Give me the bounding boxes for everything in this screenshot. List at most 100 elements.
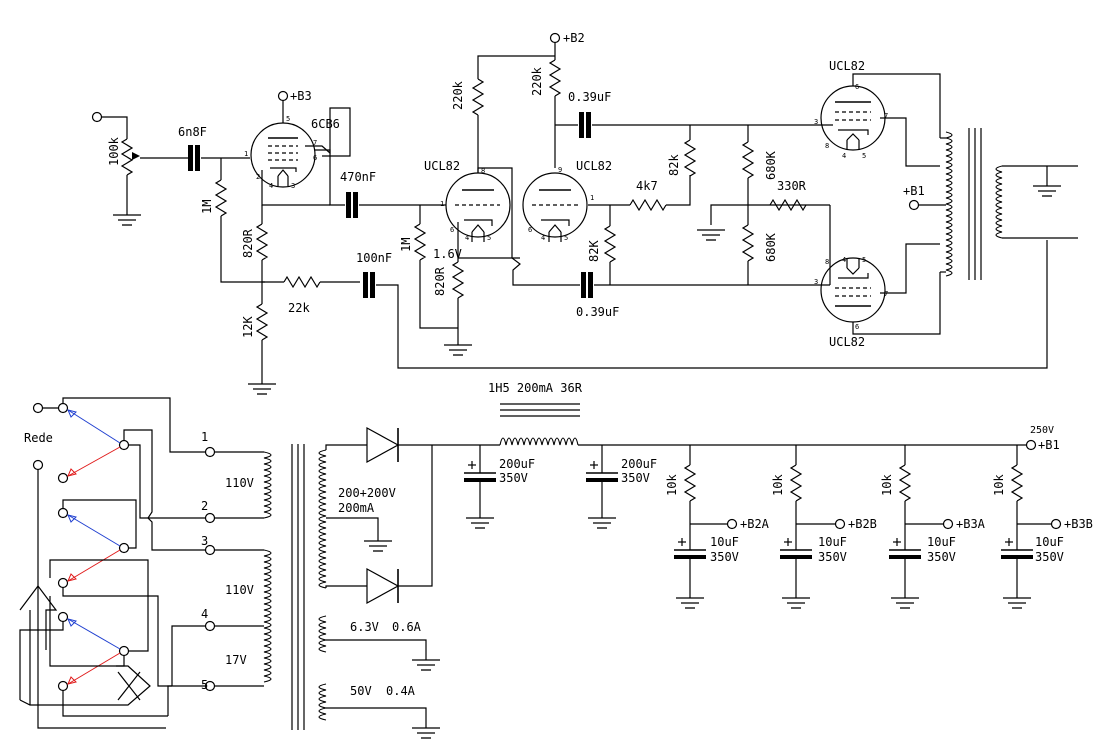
- v2-pin4: 4: [465, 234, 469, 242]
- filter-choke: [499, 403, 580, 446]
- tap-terminal[interactable]: [204, 544, 216, 556]
- v4-pin5: 5: [862, 152, 866, 160]
- tap1-label: 1: [201, 430, 208, 444]
- resistor-12k-label: 12K: [241, 316, 255, 338]
- b2-label: +B2: [563, 31, 585, 45]
- choke-label: 1H5 200mA 36R: [488, 381, 583, 395]
- v4-pin6: 6: [855, 83, 859, 91]
- ground-symbol: [781, 597, 811, 609]
- grid-resistor-label: 1M: [200, 200, 214, 214]
- ground-symbol: [587, 517, 617, 529]
- switch-contact[interactable]: [57, 577, 69, 589]
- switch-common[interactable]: [118, 542, 130, 554]
- coupling-cap-470n: [346, 192, 358, 218]
- b2a-terminal[interactable]: [726, 518, 738, 530]
- dec-cap3-voltage: 350V: [927, 550, 956, 564]
- b3-label: +B3: [290, 89, 312, 103]
- cathode-resistor1-label: 820R: [241, 228, 255, 258]
- b1-terminal[interactable]: [908, 199, 920, 211]
- switch-common[interactable]: [118, 439, 130, 451]
- cathode-resistor2-label: 820R: [433, 266, 447, 296]
- input-jack[interactable]: [91, 111, 103, 123]
- switch-contact[interactable]: [57, 611, 69, 623]
- b2b-terminal[interactable]: [834, 518, 846, 530]
- v2-pin1: 1: [440, 200, 444, 208]
- plate-resistor3-label: 220k: [530, 66, 544, 96]
- v4-pin3: 3: [814, 118, 818, 126]
- b3a-terminal[interactable]: [942, 518, 954, 530]
- v5-pin8: 8: [825, 258, 829, 266]
- mains-terminal-a[interactable]: [32, 402, 44, 414]
- primary-17v-label: 17V: [225, 653, 247, 667]
- ground-symbol: [1002, 597, 1032, 609]
- tap-terminal[interactable]: [204, 512, 216, 524]
- mains-terminal-b[interactable]: [32, 459, 44, 471]
- rectifier-diode-top: [366, 426, 400, 464]
- heater1-current: 0.6A: [392, 620, 422, 634]
- output-transformer: [940, 128, 1078, 280]
- resistor-680k-top-label: 680K: [764, 150, 778, 180]
- v1-pin5: 5: [286, 115, 290, 123]
- tap2-label: 2: [201, 499, 208, 513]
- ground-symbol: [465, 517, 495, 529]
- reservoir-cap1-voltage: 350V: [499, 471, 528, 485]
- b2a-label: +B2A: [740, 517, 770, 531]
- hv-secondary-current: 200mA: [338, 501, 375, 515]
- b3b-terminal[interactable]: [1050, 518, 1062, 530]
- tube-ucl82-output-top: [820, 85, 886, 151]
- v2-tube-label: UCL82: [424, 159, 460, 173]
- reservoir-cap2-value: 200uF: [621, 457, 657, 471]
- dec-cap2-value: 10uF: [818, 535, 847, 549]
- switch-contact[interactable]: [57, 680, 69, 692]
- v5-pin5: 5: [862, 256, 866, 264]
- v2-cathode-voltage: 1.6V: [433, 247, 462, 261]
- primary-110v-b-label: 110V: [225, 583, 254, 597]
- resistor-330r-label: 330R: [777, 179, 807, 193]
- tap-terminal[interactable]: [204, 446, 216, 458]
- v2-pin5: 5: [487, 234, 491, 242]
- volume-potentiometer[interactable]: [120, 138, 140, 176]
- ground-symbol: [247, 383, 277, 395]
- tap3-label: 3: [201, 534, 208, 548]
- tap-terminal[interactable]: [204, 620, 216, 632]
- feedback-cap-100n-label: 100nF: [356, 251, 392, 265]
- dec-resistor4-label: 10k: [992, 474, 1006, 496]
- v5-pin4: 4: [842, 256, 846, 264]
- dec-cap2-voltage: 350V: [818, 550, 847, 564]
- ground-symbol: [675, 597, 705, 609]
- v1-pin3: 3: [291, 182, 295, 190]
- ground-symbol: [890, 597, 920, 609]
- b3b-label: +B3B: [1064, 517, 1093, 531]
- resistor-82k-top-label: 82k: [667, 154, 681, 176]
- switch-contact[interactable]: [57, 402, 69, 414]
- b1-voltage-label: 250V: [1030, 425, 1054, 436]
- b3-terminal[interactable]: [277, 90, 289, 102]
- b2b-label: +B2B: [848, 517, 877, 531]
- primary-110v-a-label: 110V: [225, 476, 254, 490]
- v1-pin7: 7: [313, 139, 317, 147]
- feedback-resistor-label: 22k: [288, 301, 310, 315]
- tap-terminal[interactable]: [204, 680, 216, 692]
- switch-contact[interactable]: [57, 507, 69, 519]
- b1-main-label: +B1: [1038, 438, 1060, 452]
- v4-pin7: 7: [884, 112, 888, 120]
- v1-tube-label: 6CB6: [311, 117, 340, 131]
- tube-6cb6: [250, 122, 316, 188]
- switch-common[interactable]: [118, 645, 130, 657]
- b2-terminal[interactable]: [549, 32, 561, 44]
- rectifier-diode-bottom: [366, 567, 400, 605]
- plate-resistor2-label: 220k: [451, 80, 465, 110]
- dec-cap3-value: 10uF: [927, 535, 956, 549]
- rede-label: Rede: [24, 431, 53, 445]
- v1-pin1: 1: [244, 150, 248, 158]
- b3a-label: +B3A: [956, 517, 986, 531]
- reservoir-cap1-value: 200uF: [499, 457, 535, 471]
- dec-cap1-voltage: 350V: [710, 550, 739, 564]
- b1-label: +B1: [903, 184, 925, 198]
- switch-contact[interactable]: [57, 472, 69, 484]
- grid-resistor2-label: 1M: [399, 238, 413, 252]
- tap4-label: 4: [201, 607, 208, 621]
- dec-cap4-voltage: 350V: [1035, 550, 1064, 564]
- b1-main-terminal[interactable]: [1025, 439, 1037, 451]
